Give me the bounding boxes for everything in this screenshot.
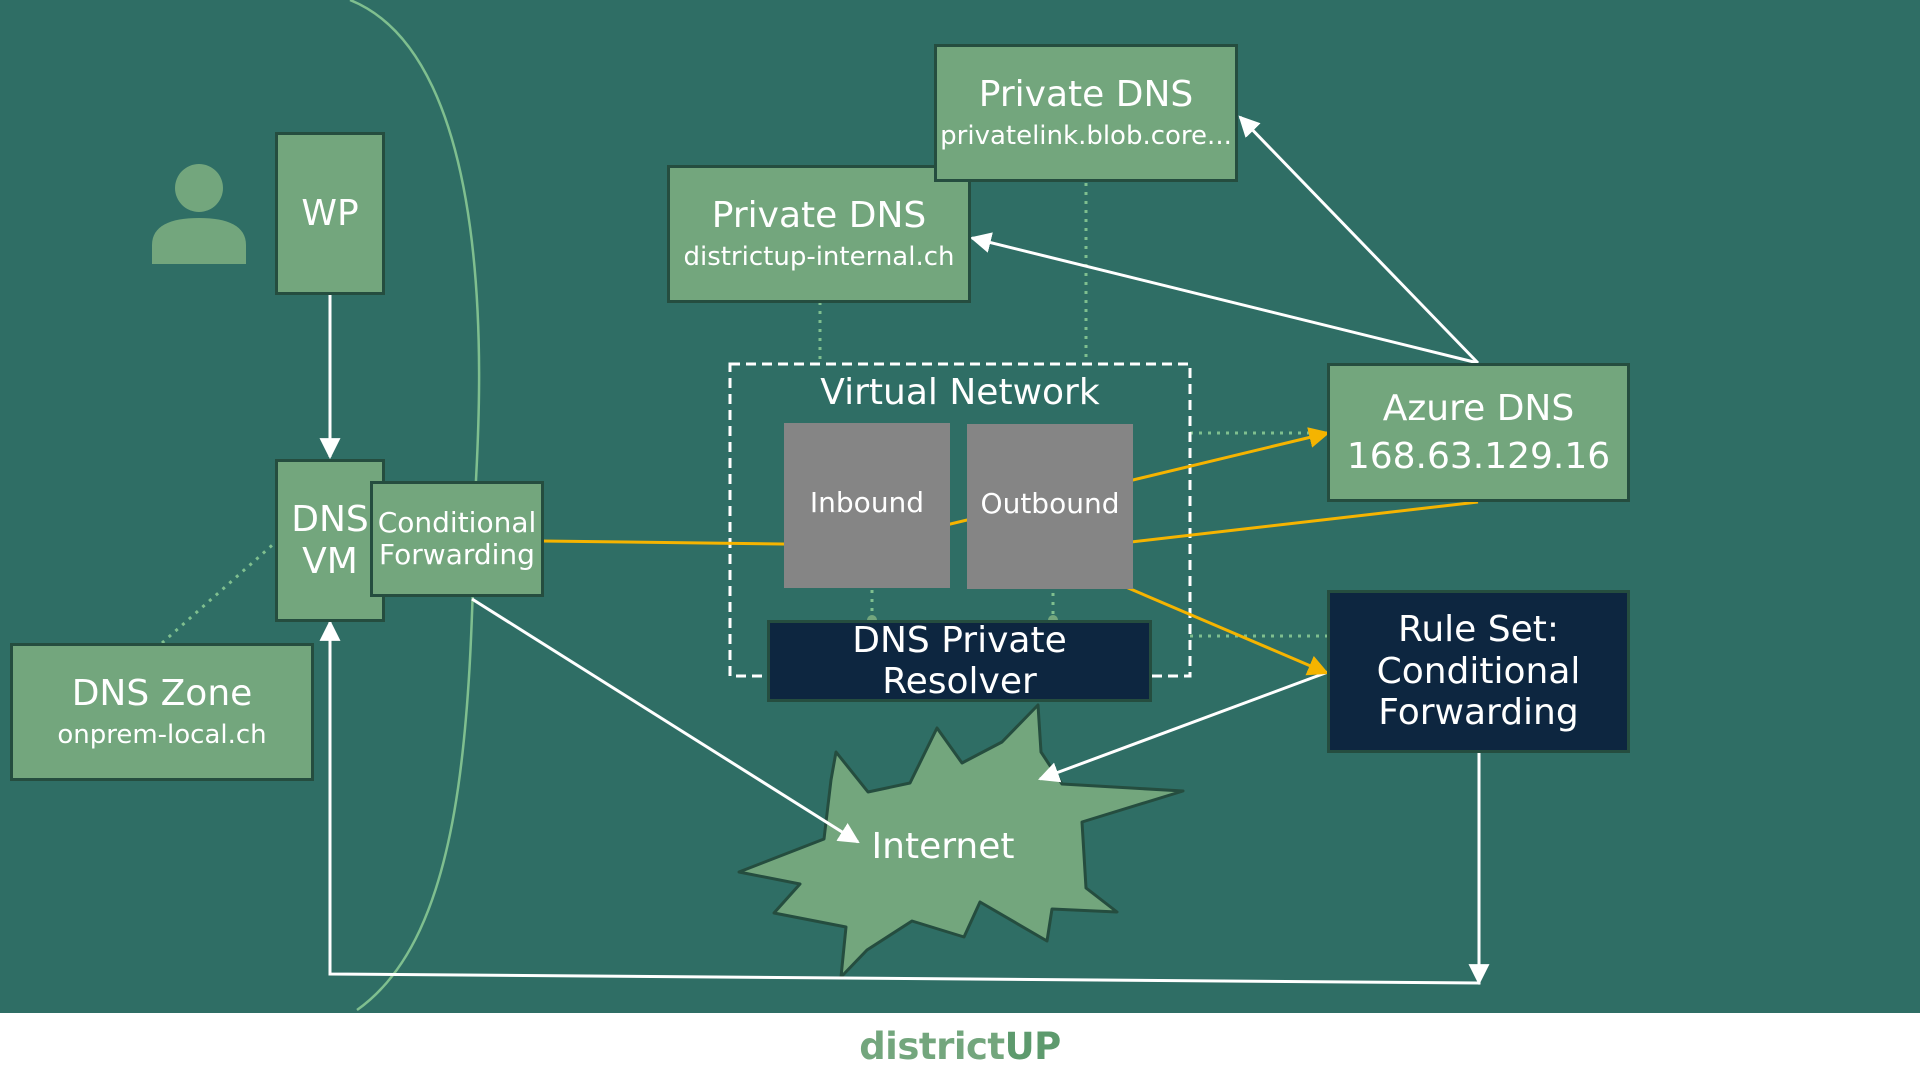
dns-vm-line2: VM [302, 540, 358, 582]
azure-dns-node: Azure DNS 168.63.129.16 [1327, 363, 1630, 502]
private-dns-blob-node: Private DNS privatelink.blob.core... [934, 44, 1238, 182]
dns-private-resolver-label: DNS Private Resolver [852, 619, 1067, 702]
azure-dns-subtitle: 168.63.129.16 [1346, 435, 1611, 477]
conditional-forwarding-line1: Conditional [377, 505, 537, 539]
private-dns-blob-title: Private DNS [978, 74, 1194, 116]
rule-set-line1: Rule Set: [1397, 609, 1560, 651]
dns-vm-node: DNS VM [275, 459, 385, 622]
private-dns-blob-subtitle: privatelink.blob.core... [940, 120, 1232, 151]
internet-cloud-shape [737, 703, 1185, 979]
brand-part-district: district [859, 1025, 1005, 1068]
outbound-label: Outbound [980, 487, 1120, 521]
conditional-forwarding-node: Conditional Forwarding [370, 481, 544, 597]
rule-set-line3: Forwarding [1378, 692, 1579, 734]
azure-dns-to-private-dns-internal-arrow [969, 232, 1479, 365]
dns-private-resolver-node: DNS Private Resolver [767, 620, 1152, 702]
private-dns-internal-subtitle: districtup-internal.ch [683, 241, 955, 272]
dns-zone-node: DNS Zone onprem-local.ch [10, 643, 314, 781]
internet-label: Internet [871, 826, 1015, 867]
azure-dns-to-private-dns-blob-arrow [1238, 115, 1480, 365]
rule-set-to-internet-arrow [1038, 670, 1329, 783]
dns-zone-subtitle: onprem-local.ch [57, 719, 267, 750]
dns-zone-title: DNS Zone [71, 673, 253, 715]
inbound-label: Inbound [809, 486, 925, 520]
footer: districtUP [0, 1013, 1920, 1080]
wp-node: WP [275, 132, 385, 295]
wp-label: WP [301, 192, 359, 234]
rule-set-line2: Conditional [1376, 650, 1581, 692]
virtual-network-label: Virtual Network [820, 372, 1100, 413]
dns-zone-to-vm-link [161, 538, 279, 645]
conditional-forwarding-to-internet-arrow [471, 597, 860, 844]
user-icon [152, 164, 246, 264]
rule-set-to-dns-vm-return-arrow [319, 619, 1481, 985]
rule-set-node: Rule Set: Conditional Forwarding [1327, 590, 1630, 753]
outbound-endpoint: Outbound [967, 424, 1133, 589]
on-premises-boundary [349, 0, 481, 1012]
azure-dns-title: Azure DNS [1382, 388, 1575, 430]
private-dns-internal-title: Private DNS [711, 195, 927, 237]
districtup-logo: districtUP [859, 1025, 1061, 1068]
inbound-endpoint: Inbound [784, 423, 950, 588]
private-dns-internal-node: Private DNS districtup-internal.ch [667, 165, 971, 303]
brand-part-up: UP [1004, 1025, 1062, 1068]
white-arrows [319, 115, 1490, 986]
conditional-forwarding-line2: Forwarding [379, 538, 535, 571]
dns-vm-line1: DNS [291, 499, 369, 541]
